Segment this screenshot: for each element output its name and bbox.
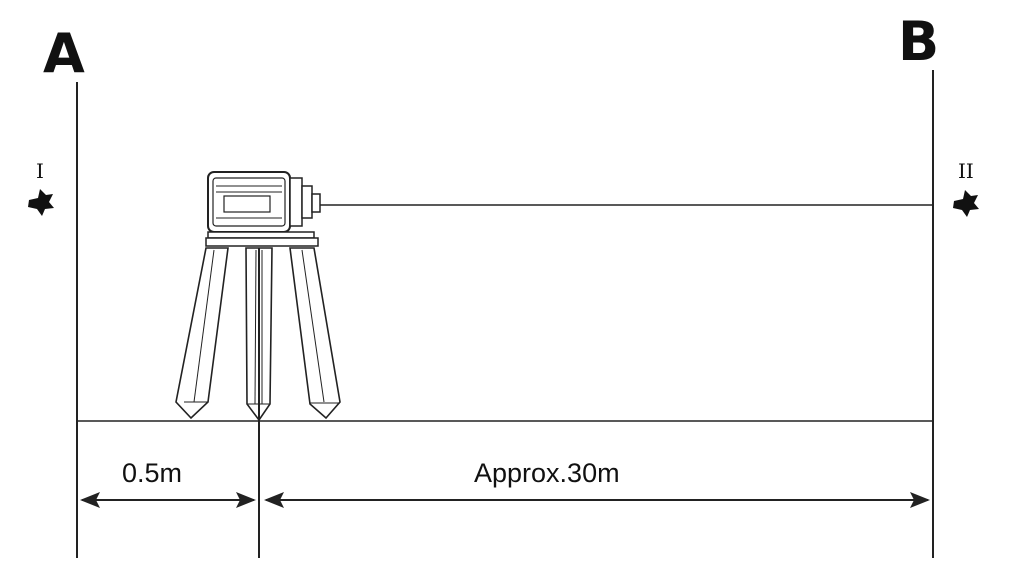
mark-i-label: I: [36, 159, 44, 183]
mark-ii-label: II: [958, 159, 974, 183]
near-distance-arrow: [80, 492, 256, 508]
near-distance-label: 0.5m: [122, 458, 182, 488]
mark-ii-icon: [953, 190, 979, 217]
point-a-label: A: [43, 22, 85, 85]
mark-i-icon: [28, 189, 54, 216]
point-b-label: B: [898, 10, 939, 73]
laser-level-instrument-icon: [205, 171, 321, 247]
far-distance-label: Approx.30m: [474, 458, 620, 488]
far-distance-arrow: [264, 492, 930, 508]
